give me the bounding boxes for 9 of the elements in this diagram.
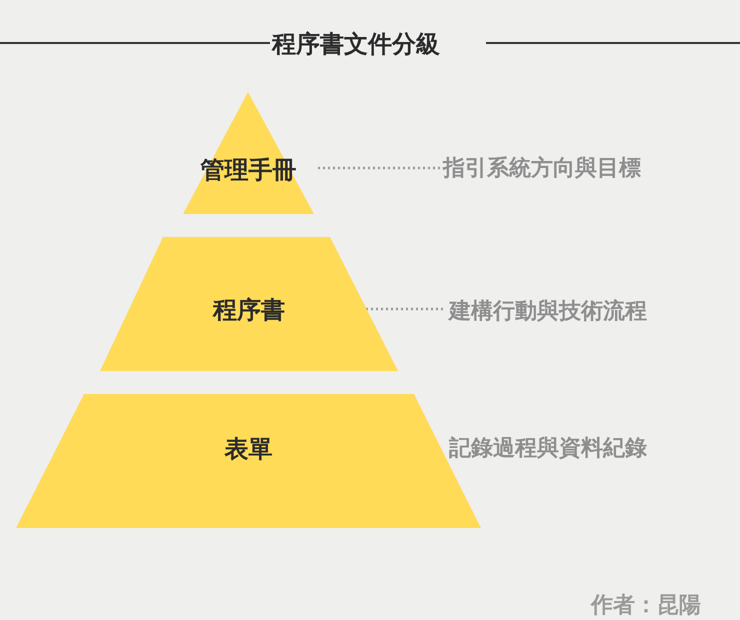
description-text: 記錄過程與資料紀錄 — [449, 435, 647, 463]
author-credit: 作者：昆陽 — [591, 592, 701, 620]
leader-line — [366, 308, 446, 310]
tier-label: 程序書 — [213, 296, 285, 324]
tier-label: 表單 — [224, 435, 272, 463]
leader-line — [318, 166, 440, 170]
title: 程序書文件分級 — [272, 29, 440, 60]
description-text: 指引系統方向與目標 — [443, 153, 641, 183]
description-text: 建構行動與技術流程 — [449, 296, 647, 326]
